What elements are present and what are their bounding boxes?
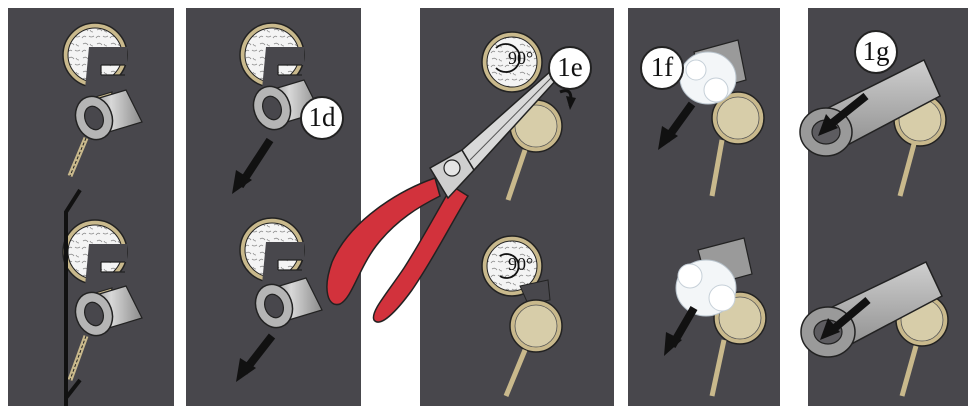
panel-5-bottom-drawing [801,262,948,396]
angle-label-top: 90° [508,48,533,68]
panel-1-top-drawing [63,23,142,176]
panel-4-bottom-drawing [664,238,766,396]
step-label-1g: 1g [854,30,898,74]
panel-5-top-drawing [800,60,946,196]
panel-1-bottom-drawing [63,190,142,406]
step-label-1d: 1d [300,96,344,140]
angle-label-bottom: 90° [508,254,533,274]
step-label-1e: 1e [548,46,592,90]
step-label-1f: 1f [640,46,684,90]
panel-2-bottom-drawing [236,218,322,382]
